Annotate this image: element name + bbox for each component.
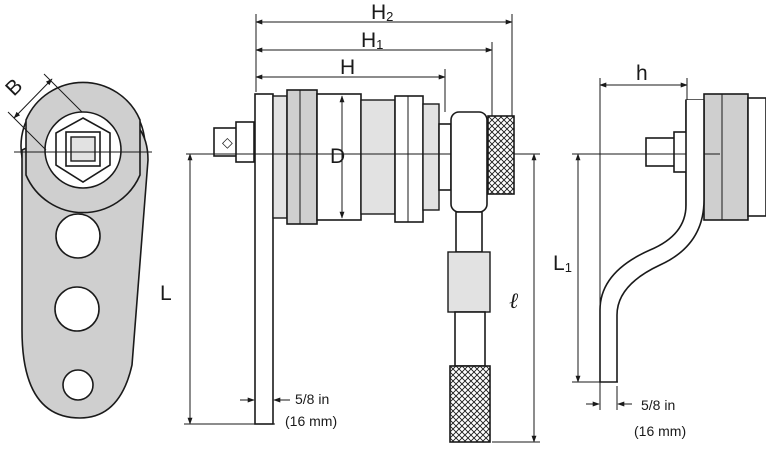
label-L: L	[160, 282, 172, 305]
label-width-in-right: 5/8 in	[641, 397, 675, 413]
handle-joint	[455, 211, 483, 253]
body-ring-2	[286, 89, 318, 225]
handle-sleeve	[447, 251, 491, 313]
side-view: H2 H1 H ◇ D L	[160, 1, 540, 443]
handle-grip	[449, 365, 491, 443]
handle-head	[450, 111, 488, 213]
gear-ring	[422, 103, 440, 211]
label-width-in-left: 5/8 in	[295, 391, 329, 407]
label-width-mm-right: (16 mm)	[634, 423, 686, 439]
neck	[438, 123, 452, 191]
body-ring-3	[360, 99, 396, 215]
knurled-knob	[487, 115, 515, 195]
handle-shaft	[454, 311, 486, 367]
offset-view: h L1 5/8 in (16 mm)	[553, 62, 766, 439]
body-ring-1	[272, 95, 288, 219]
front-view-arm: B	[1, 73, 152, 419]
dim-B-line	[13, 78, 53, 119]
label-B: B	[1, 74, 27, 100]
label-h: h	[636, 62, 648, 85]
label-H2: H2	[371, 1, 393, 24]
label-H: H	[340, 56, 355, 79]
label-L1: L1	[553, 252, 572, 275]
drive-mark: ◇	[222, 134, 233, 150]
dim-B-ext2	[43, 73, 83, 113]
square-drive-inner	[70, 136, 96, 162]
arm-hole-3	[62, 369, 94, 401]
dim-B-ext1	[7, 111, 47, 151]
body-main	[316, 93, 362, 221]
label-width-mm-left: (16 mm)	[285, 413, 337, 429]
arm-side	[254, 93, 274, 425]
offset-body-end	[747, 97, 766, 217]
arm-hole-1	[55, 213, 101, 259]
label-D: D	[330, 145, 345, 168]
drive-collar	[235, 121, 255, 163]
offset-body	[703, 93, 749, 221]
offset-drive-square	[645, 137, 679, 167]
arm-hole-2	[54, 286, 100, 332]
label-H1: H1	[361, 29, 383, 52]
gear-housing	[394, 95, 424, 223]
label-ell: ℓ	[509, 288, 519, 313]
